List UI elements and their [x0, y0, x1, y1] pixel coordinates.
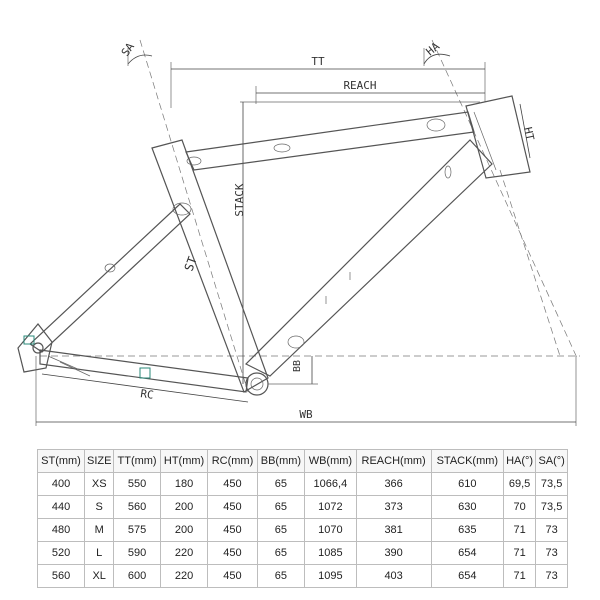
- table-header-cell: SIZE: [84, 449, 115, 473]
- wheelbase-label: WB: [299, 408, 313, 421]
- table-cell: 220: [159, 564, 209, 588]
- table-cell: 440: [36, 495, 86, 519]
- table-cell: 71: [502, 564, 537, 588]
- table-header-cell: RC(mm): [207, 449, 258, 473]
- table-cell: 381: [355, 518, 432, 542]
- seat-angle-label: SA: [119, 40, 137, 59]
- table-cell: 70: [502, 495, 537, 519]
- table-cell: 635: [430, 518, 504, 542]
- table-header-cell: ST(mm): [36, 449, 86, 473]
- rear-center-label: RC: [140, 387, 155, 402]
- table-header-cell: HA(°): [502, 449, 537, 473]
- table-header-cell: WB(mm): [304, 449, 357, 473]
- table-header-cell: STACK(mm): [430, 449, 504, 473]
- table-cell: 575: [113, 518, 161, 542]
- table-cell: 450: [207, 472, 258, 496]
- table-cell: XL: [84, 564, 115, 588]
- table-cell: 73,5: [535, 472, 568, 496]
- fork-reference-line: [499, 169, 561, 357]
- table-cell: XS: [84, 472, 115, 496]
- table-cell: 400: [36, 472, 86, 496]
- chainstay-bolt-mount: [139, 367, 151, 379]
- table-cell: 590: [113, 541, 161, 565]
- table-cell: S: [84, 495, 115, 519]
- table-cell: 65: [256, 472, 306, 496]
- table-cell: 450: [207, 541, 258, 565]
- head-angle-label: HA: [424, 40, 443, 59]
- table-header-cell: TT(mm): [113, 449, 161, 473]
- table-header-cell: HT(mm): [159, 449, 209, 473]
- table-cell: 1085: [304, 541, 357, 565]
- table-cell: 1066,4: [304, 472, 357, 496]
- table-cell: 450: [207, 495, 258, 519]
- table-cell: 600: [113, 564, 161, 588]
- table-cell: 220: [159, 541, 209, 565]
- table-cell: 1072: [304, 495, 357, 519]
- seat-angle-arc: [127, 54, 153, 65]
- table-cell: 654: [430, 541, 504, 565]
- head-tube-dimension-line: [519, 103, 531, 159]
- down-tube: [244, 139, 493, 377]
- table-cell: 520: [36, 541, 86, 565]
- table-cell: 73: [535, 564, 568, 588]
- table-header-cell: BB(mm): [256, 449, 306, 473]
- head-angle-arc: [423, 53, 451, 65]
- table-cell: 200: [159, 518, 209, 542]
- table-cell: M: [84, 518, 115, 542]
- table-cell: 654: [430, 564, 504, 588]
- reach-label: REACH: [343, 79, 376, 92]
- table-cell: 65: [256, 541, 306, 565]
- table-cell: 73,5: [535, 495, 568, 519]
- table-cell: 403: [355, 564, 432, 588]
- frame-geometry-diagram: SA HA TT REACH STACK HT ST: [17, 39, 580, 426]
- seat-tube-label: ST: [182, 255, 200, 273]
- table-cell: 73: [535, 518, 568, 542]
- seat-tube: [151, 139, 269, 393]
- stack-label: STACK: [233, 183, 246, 216]
- table-cell: 73: [535, 541, 568, 565]
- head-tube-label: HT: [521, 126, 537, 142]
- table-cell: 560: [36, 564, 86, 588]
- table-cell: L: [84, 541, 115, 565]
- table-header-cell: REACH(mm): [355, 449, 432, 473]
- table-cell: 65: [256, 564, 306, 588]
- table-cell: 450: [207, 518, 258, 542]
- table-cell: 560: [113, 495, 161, 519]
- table-cell: 65: [256, 518, 306, 542]
- seat-stay: [29, 203, 191, 353]
- top-tube: [185, 111, 475, 171]
- chain-stay: [39, 349, 249, 393]
- table-cell: 71: [502, 541, 537, 565]
- table-cell: 200: [159, 495, 209, 519]
- rear-dropout: [17, 323, 91, 377]
- table-cell: 373: [355, 495, 432, 519]
- rear-center-dimension-line: [41, 373, 249, 403]
- table-cell: 366: [355, 472, 432, 496]
- table-cell: 450: [207, 564, 258, 588]
- seat-angle-reference-line: [139, 39, 249, 393]
- table-cell: 65: [256, 495, 306, 519]
- table-cell: 180: [159, 472, 209, 496]
- table-cell: 69,5: [502, 472, 537, 496]
- bb-drop-label: BB: [292, 360, 303, 372]
- table-cell: 390: [355, 541, 432, 565]
- table-cell: 71: [502, 518, 537, 542]
- table-cell: 480: [36, 518, 86, 542]
- table-header-cell: SA(°): [535, 449, 568, 473]
- table-cell: 550: [113, 472, 161, 496]
- table-cell: 1095: [304, 564, 357, 588]
- top-tube-label: TT: [311, 55, 325, 68]
- head-tube: [465, 95, 531, 179]
- table-cell: 1070: [304, 518, 357, 542]
- table-cell: 630: [430, 495, 504, 519]
- table-cell: 610: [430, 472, 504, 496]
